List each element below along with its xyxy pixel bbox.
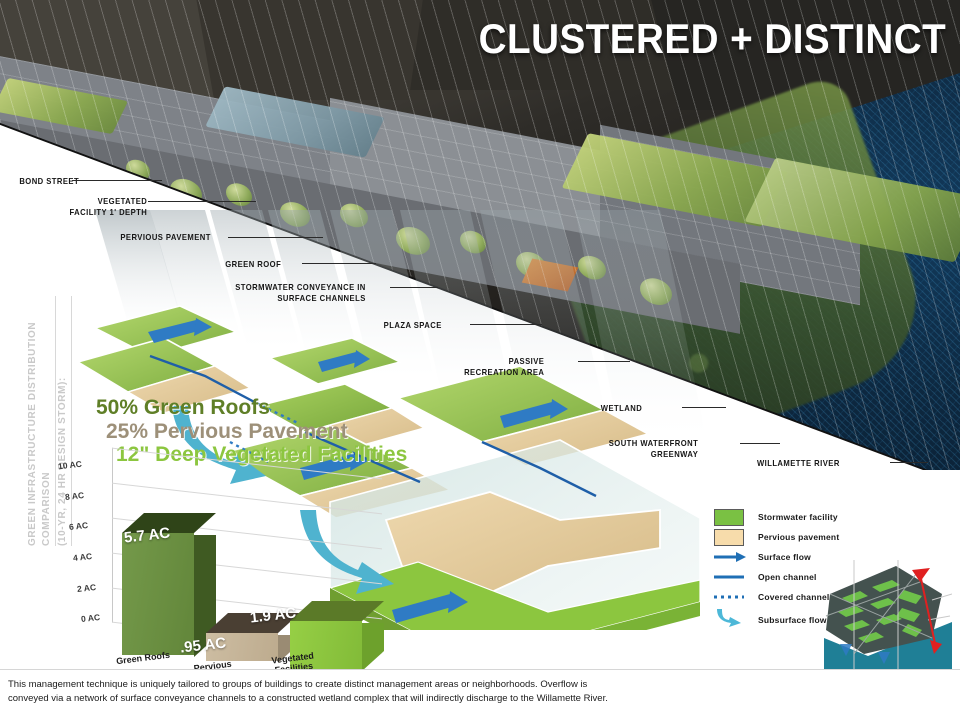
- leader-line: [578, 361, 630, 362]
- label-line: PASSIVE: [508, 356, 545, 366]
- bar-green-roofs: [122, 513, 216, 657]
- legend-item-open-channel: Open channel: [714, 568, 874, 586]
- vcaption-line1: GREEN INFRASTRUCTURE DISTRIBUTION COMPAR…: [26, 296, 56, 546]
- ghost-projection-columns: [95, 210, 706, 438]
- leader-line: [390, 287, 438, 288]
- leader-line: [148, 201, 256, 202]
- legend-label: Surface flow: [758, 552, 811, 562]
- legend-item-covered-channel: Covered channel: [714, 588, 874, 606]
- label-line: SOUTH WATERFRONT: [608, 438, 699, 448]
- label-line: VEGETATED: [97, 196, 148, 206]
- ytick-10: 10 AC: [57, 458, 83, 472]
- bar-side-face: [362, 623, 384, 671]
- label-willamette-river: WILLAMETTE RIVER: [756, 458, 840, 468]
- minimap-callout-lines: [853, 560, 952, 672]
- ytick-6: 6 AC: [68, 519, 89, 533]
- legend-label: Covered channel: [758, 592, 830, 602]
- minimap-water: [824, 622, 952, 672]
- leader-line: [228, 237, 323, 238]
- bar-top-face: [122, 513, 216, 533]
- minimap-street-grid: [825, 573, 933, 655]
- leader-line: [682, 407, 726, 408]
- label-south-waterfront-greenway: SOUTH WATERFRONT GREENWAY: [37, 438, 699, 460]
- legend-item-surface-flow: Surface flow: [714, 548, 874, 566]
- ytick-4: 4 AC: [72, 550, 93, 564]
- minimap-flow-arrows: [840, 644, 890, 664]
- exploded-axonometric-diagram: [0, 210, 760, 714]
- label-bond-street: BOND STREET: [19, 176, 80, 186]
- label-passive-recreation: PASSIVE RECREATION AREA: [29, 356, 545, 378]
- legend-label: Pervious pavement: [758, 532, 840, 542]
- legend-label: Subsurface flow: [758, 615, 827, 625]
- bar-front-face: [206, 633, 278, 661]
- label-line: GREENWAY: [650, 449, 699, 459]
- covered-channel-lines: [229, 404, 301, 464]
- surface-flow-arrows: [148, 318, 568, 623]
- gridline: [112, 482, 382, 515]
- legend-item-subsurface-flow: Subsurface flow: [714, 608, 874, 632]
- ytick-2: 2 AC: [76, 581, 97, 595]
- legend-key: [714, 589, 748, 605]
- stormwater-facility-swatch-icon: [714, 508, 744, 526]
- legend-key: [714, 528, 748, 546]
- bar-front-face: [290, 621, 362, 669]
- location-minimap: [824, 560, 952, 672]
- ytick-0: 0 AC: [80, 611, 101, 625]
- strategy-stats: 50% Green Roofs 25% Pervious Pavement 12…: [96, 396, 407, 467]
- leader-line: [890, 462, 928, 463]
- bar-front-face: [122, 533, 194, 655]
- caption-line-2: conveyed via a network of surface convey…: [8, 692, 608, 704]
- open-channel-lines: [149, 354, 597, 498]
- label-pervious-pavement: PERVIOUS PAVEMENT: [120, 232, 211, 242]
- legend-key: [714, 508, 748, 526]
- ytick-8: 8 AC: [64, 489, 85, 503]
- caption-text: This management technique is uniquely ta…: [8, 678, 708, 705]
- legend-item-pervious-pavement: Pervious pavement: [714, 528, 874, 546]
- legend-item-stormwater-facility: Stormwater facility: [714, 508, 874, 526]
- legend-key: [714, 569, 748, 585]
- covered-channel-dotted-icon: [714, 595, 744, 599]
- label-wetland: WETLAND: [600, 403, 643, 413]
- bar-side-face: [194, 535, 216, 657]
- pervious-pavement-swatch-icon: [714, 528, 744, 546]
- bar-top-face: [206, 613, 300, 633]
- stat-vegetated-facilities: 12" Deep Vegetated Facilities: [116, 443, 408, 467]
- label-plaza-space: PLAZA SPACE: [383, 320, 442, 330]
- minimap-green-blocks: [838, 580, 922, 643]
- map-legend: Stormwater facility Pervious pavement Su…: [714, 508, 874, 634]
- axon-svg: [75, 210, 706, 714]
- surface-flow-arrow-icon: [714, 552, 746, 562]
- minimap-view-direction-arrow: [912, 568, 942, 654]
- bar-chart: 10 AC 8 AC 6 AC 4 AC 2 AC 0 AC 5.7 AC Gr…: [57, 447, 390, 684]
- legend-label: Open channel: [758, 572, 817, 582]
- legend-key: [714, 609, 748, 628]
- label-line: SURFACE CHANNELS: [277, 293, 366, 303]
- label-line: FACILITY 1' DEPTH: [69, 207, 148, 217]
- label-green-roof: GREEN ROOF: [225, 259, 282, 269]
- page-title: CLUSTERED + DISTINCT: [478, 15, 946, 62]
- leader-line: [470, 324, 542, 325]
- bar-top-face: [290, 601, 384, 621]
- caption-bar: This management technique is uniquely ta…: [0, 669, 960, 714]
- label-line: STORMWATER CONVEYANCE IN: [235, 282, 366, 292]
- legend-label: Stormwater facility: [758, 512, 838, 522]
- leader-line: [72, 180, 162, 181]
- stat-green-roofs: 50% Green Roofs: [96, 396, 270, 419]
- subsurface-flow-curved-arrow-icon: [717, 609, 741, 627]
- label-line: RECREATION AREA: [464, 367, 545, 377]
- leader-line: [740, 443, 780, 444]
- leader-line: [302, 263, 376, 264]
- stat-pervious-pavement: 25% Pervious Pavement: [106, 419, 348, 443]
- minimap-svg: [824, 560, 952, 672]
- chart-y-axis: [112, 447, 113, 623]
- label-stormwater-conveyance: STORMWATER CONVEYANCE IN SURFACE CHANNEL…: [19, 282, 366, 304]
- legend-key: [714, 549, 748, 565]
- label-vegetated-facility: VEGETATED FACILITY 1' DEPTH: [8, 196, 148, 218]
- open-channel-line-icon: [714, 575, 744, 579]
- tree: [226, 181, 252, 209]
- caption-line-1: This management technique is uniquely ta…: [8, 679, 588, 690]
